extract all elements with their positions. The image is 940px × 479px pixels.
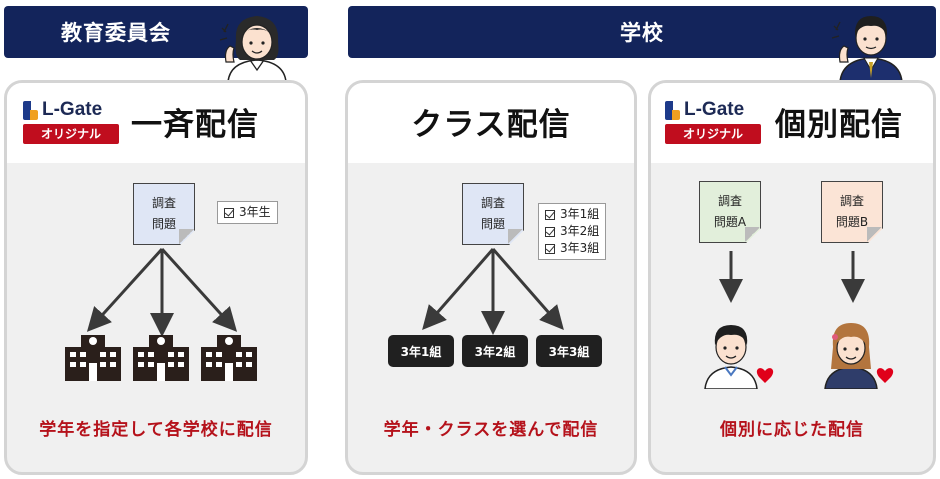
lgate-mark-icon	[23, 100, 38, 120]
logo-name: L-Gate	[42, 99, 103, 120]
school-presenter-icon	[831, 16, 903, 82]
class-delivery-panel: クラス配信 調査 問題 3年1組 3年2組 3年3組 3年1組 3年2組 3年3…	[345, 80, 637, 475]
girl-student-icon	[824, 323, 894, 389]
checkbox-icon	[545, 209, 555, 220]
doc-line-2: 問題	[480, 217, 505, 231]
checkbox-icon	[545, 243, 555, 254]
school-building-icon	[201, 335, 257, 381]
survey-doc-icon: 調査 問題	[133, 183, 195, 245]
grade-checkbox-tag: 3年生	[217, 201, 278, 224]
original-badge: オリジナル	[23, 124, 119, 144]
panel-caption: 学年を指定して各学校に配信	[39, 420, 273, 440]
panel-header	[7, 83, 305, 163]
doc-line-1: 調査	[480, 196, 505, 210]
distribution-arrows	[422, 248, 564, 335]
school-banner: 学校	[348, 6, 936, 58]
school-building-icon	[133, 335, 189, 381]
class-2-badge: 3年2組	[462, 335, 528, 367]
school-banner-label: 学校	[620, 21, 664, 45]
school-building-icon	[65, 335, 121, 381]
grade-label: 3年生	[239, 205, 271, 219]
checkbox-icon	[545, 226, 555, 237]
survey-doc-a-icon: 調査 問題A	[699, 181, 761, 243]
class-3-badge: 3年3組	[536, 335, 602, 367]
doc-line-2: 問題	[151, 217, 176, 231]
logo-name: L-Gate	[684, 99, 745, 120]
heart-icon	[876, 368, 894, 383]
original-badge: オリジナル	[665, 124, 761, 144]
doc-line-1: 調査	[839, 194, 864, 208]
lgate-mark-icon	[665, 100, 680, 120]
class-check-label: 3年1組	[560, 207, 600, 221]
class-check-label: 3年2組	[560, 224, 600, 238]
board-banner-label: 教育委員会	[61, 21, 171, 45]
doc-line-2: 問題B	[835, 215, 869, 229]
doc-line-1: 調査	[151, 196, 176, 210]
heart-icon	[756, 368, 774, 383]
boy-student-icon	[704, 325, 774, 389]
panel-caption: 学年・クラスを選んで配信	[383, 420, 599, 440]
doc-line-2: 問題A	[713, 215, 747, 229]
panel-header	[348, 83, 634, 163]
lgate-logo: L-Gate オリジナル	[23, 99, 119, 144]
panel-caption: 個別に応じた配信	[720, 420, 864, 440]
survey-doc-b-icon: 調査 問題B	[821, 181, 883, 243]
distribution-arrows	[86, 247, 238, 337]
panel-header	[651, 83, 933, 163]
class-1-badge: 3年1組	[388, 335, 454, 367]
panel-title: 一斉配信	[131, 107, 259, 143]
bulk-delivery-panel: L-Gate オリジナル 一斉配信 調査 問題 3年生	[4, 80, 308, 475]
panel-title: クラス配信	[411, 107, 571, 143]
delivery-arrows	[719, 251, 865, 303]
lgate-logo: L-Gate オリジナル	[665, 99, 761, 144]
checkbox-icon	[224, 207, 234, 218]
survey-doc-icon: 調査 問題	[462, 183, 524, 245]
board-presenter-icon	[219, 16, 287, 82]
individual-delivery-panel: L-Gate オリジナル 個別配信 調査 問題A 調査 問題B	[648, 80, 936, 475]
doc-line-1: 調査	[717, 194, 742, 208]
panel-title: 個別配信	[775, 107, 903, 143]
class-checkbox-list: 3年1組 3年2組 3年3組	[538, 203, 607, 260]
class-check-label: 3年3組	[560, 241, 600, 255]
